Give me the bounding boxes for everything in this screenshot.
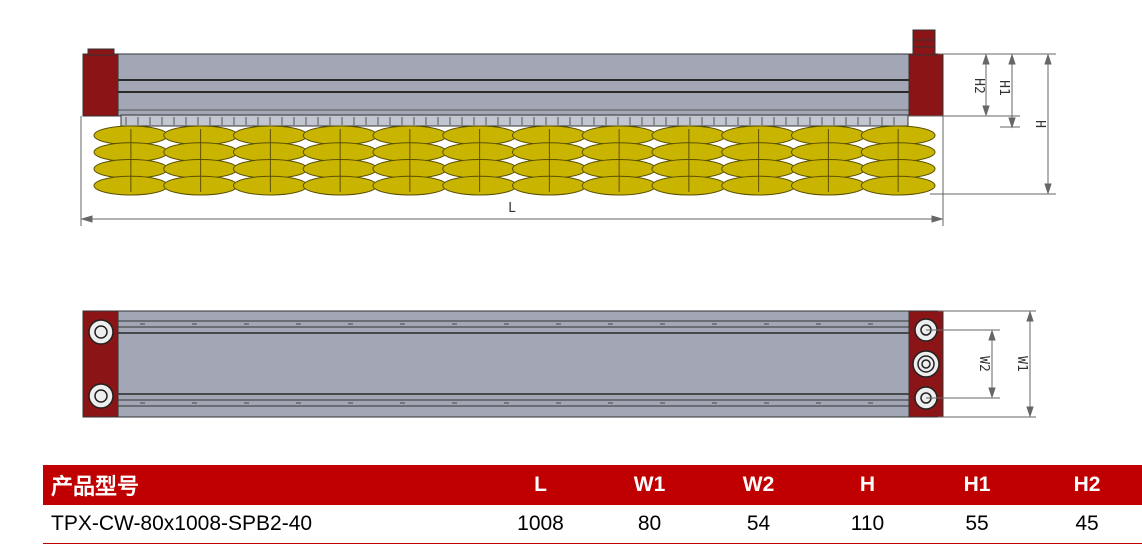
dim-label-w1: W1: [1014, 356, 1029, 372]
cell-model: TPX-CW-80x1008-SPB2-40: [43, 505, 486, 544]
suction-cup: [302, 125, 378, 196]
dim-label-h2: H2: [971, 78, 986, 94]
cell-w2: 54: [704, 505, 813, 544]
cell-w1: 80: [595, 505, 704, 544]
dim-label-h1: H1: [996, 80, 1011, 96]
suction-cup: [163, 125, 238, 196]
suction-cup: [651, 125, 727, 196]
header-model: 产品型号: [43, 465, 486, 505]
technical-drawing: L H2 H1 H: [80, 29, 1056, 418]
header-w1: W1: [595, 465, 704, 505]
top-view: [82, 310, 944, 418]
header-w2: W2: [704, 465, 813, 505]
cell-h1: 55: [922, 505, 1032, 544]
suction-cup: [93, 125, 169, 196]
front-body: [115, 53, 912, 117]
right-end-block: [908, 53, 944, 117]
suction-cup: [512, 125, 587, 196]
front-dimensions: [80, 53, 1056, 226]
top-dimensions: [926, 310, 1036, 418]
suction-cup: [721, 125, 796, 196]
suction-cup: [581, 125, 657, 196]
mounting-hole: [88, 383, 114, 409]
header-l: L: [486, 465, 595, 505]
spec-table: 产品型号 L W1 W2 H H1 H2 TPX-CW-80x1008-SPB2…: [43, 465, 1142, 544]
table-header-row: 产品型号 L W1 W2 H H1 H2: [43, 465, 1142, 505]
header-h: H: [813, 465, 922, 505]
top-body: [115, 310, 912, 418]
suction-cup: [442, 125, 517, 196]
suction-cup: [791, 125, 866, 196]
dim-label-h: H: [1032, 120, 1047, 128]
cell-h2: 45: [1032, 505, 1142, 544]
dim-label-w2: W2: [976, 356, 991, 372]
cell-h: 110: [813, 505, 922, 544]
header-h2: H2: [1032, 465, 1142, 505]
suction-cup: [372, 125, 448, 196]
front-view: [82, 29, 944, 196]
mounting-strip: [120, 114, 909, 127]
cell-l: 1008: [486, 505, 595, 544]
air-fitting: [912, 29, 936, 56]
air-port: [912, 350, 940, 378]
dim-label-l: L: [508, 201, 516, 216]
mounting-hole: [88, 319, 114, 345]
suction-cup: [233, 125, 308, 196]
header-h1: H1: [922, 465, 1032, 505]
suction-cup: [860, 125, 936, 196]
left-end-block: [82, 53, 119, 117]
table-row: TPX-CW-80x1008-SPB2-40 1008 80 54 110 55…: [43, 505, 1142, 544]
